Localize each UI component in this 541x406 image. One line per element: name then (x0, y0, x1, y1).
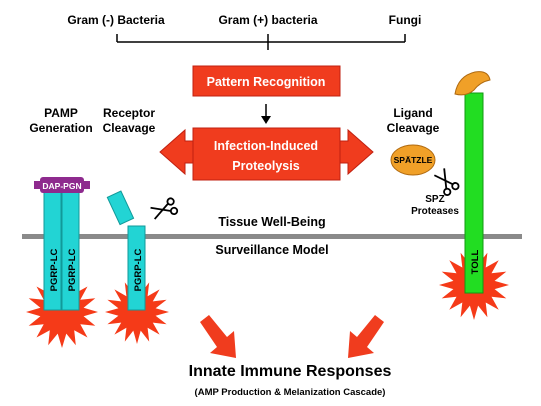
proteolysis-label-line1: Infection-Induced (214, 139, 318, 153)
spz-proteases-line2: Proteases (411, 206, 459, 217)
pamp-label-line2: Generation (29, 121, 92, 135)
receptor-cleavage-line2: Cleavage (103, 121, 156, 135)
arrow-down-icon (261, 104, 271, 124)
pgrp-lc-receptor-cleaved (127, 225, 146, 311)
ligand-cleavage-line1: Ligand (393, 106, 432, 120)
scissors-icon (433, 168, 460, 196)
pgrp-lc-label-a: PGRP-LC (49, 248, 60, 291)
pattern-recognition-box (192, 65, 341, 97)
arrow-down-icon (348, 315, 384, 358)
label-fungi: Fungi (389, 13, 422, 27)
proteolysis-box (192, 127, 341, 181)
cleaved-receptor-fragment (106, 190, 135, 226)
surveillance-model-label: Surveillance Model (215, 243, 328, 257)
spatzle-ligand (390, 144, 436, 176)
tissue-well-being-label: Tissue Well-Being (218, 215, 325, 229)
scissors-icon (150, 197, 179, 220)
toll-receptor (464, 92, 484, 294)
microbe-bracket (116, 34, 406, 50)
toll-label: TOLL (470, 249, 481, 274)
spz-proteases-line1: SPZ (425, 194, 444, 205)
pgrp-lc-label-cleaved: PGRP-LC (133, 248, 144, 291)
arrow-down-icon (200, 315, 236, 358)
starburst-group (26, 250, 509, 348)
pamp-label-line1: PAMP (44, 106, 78, 120)
cell-membrane (22, 234, 522, 239)
spatzle-label: SPÄTZLE (394, 155, 433, 165)
innate-immune-responses-title: Innate Immune Responses (189, 363, 392, 380)
proteolysis-label-line2: Proteolysis (232, 159, 299, 173)
innate-immune-responses-subtitle: (AMP Production & Melanization Cascade) (195, 387, 386, 398)
dap-pgn-ligand (34, 177, 90, 193)
toll-bound-spatzle (454, 71, 491, 96)
pgrp-lc-label-b: PGRP-LC (67, 248, 78, 291)
pattern-recognition-label: Pattern Recognition (207, 75, 326, 89)
starburst-icon (105, 280, 169, 344)
ligand-cleavage-line2: Cleavage (387, 121, 440, 135)
label-gram-negative: Gram (-) Bacteria (67, 13, 165, 27)
dap-pgn-label: DAP-PGN (42, 181, 81, 191)
label-gram-positive: Gram (+) bacteria (218, 13, 317, 27)
receptor-cleavage-line1: Receptor (103, 106, 155, 120)
